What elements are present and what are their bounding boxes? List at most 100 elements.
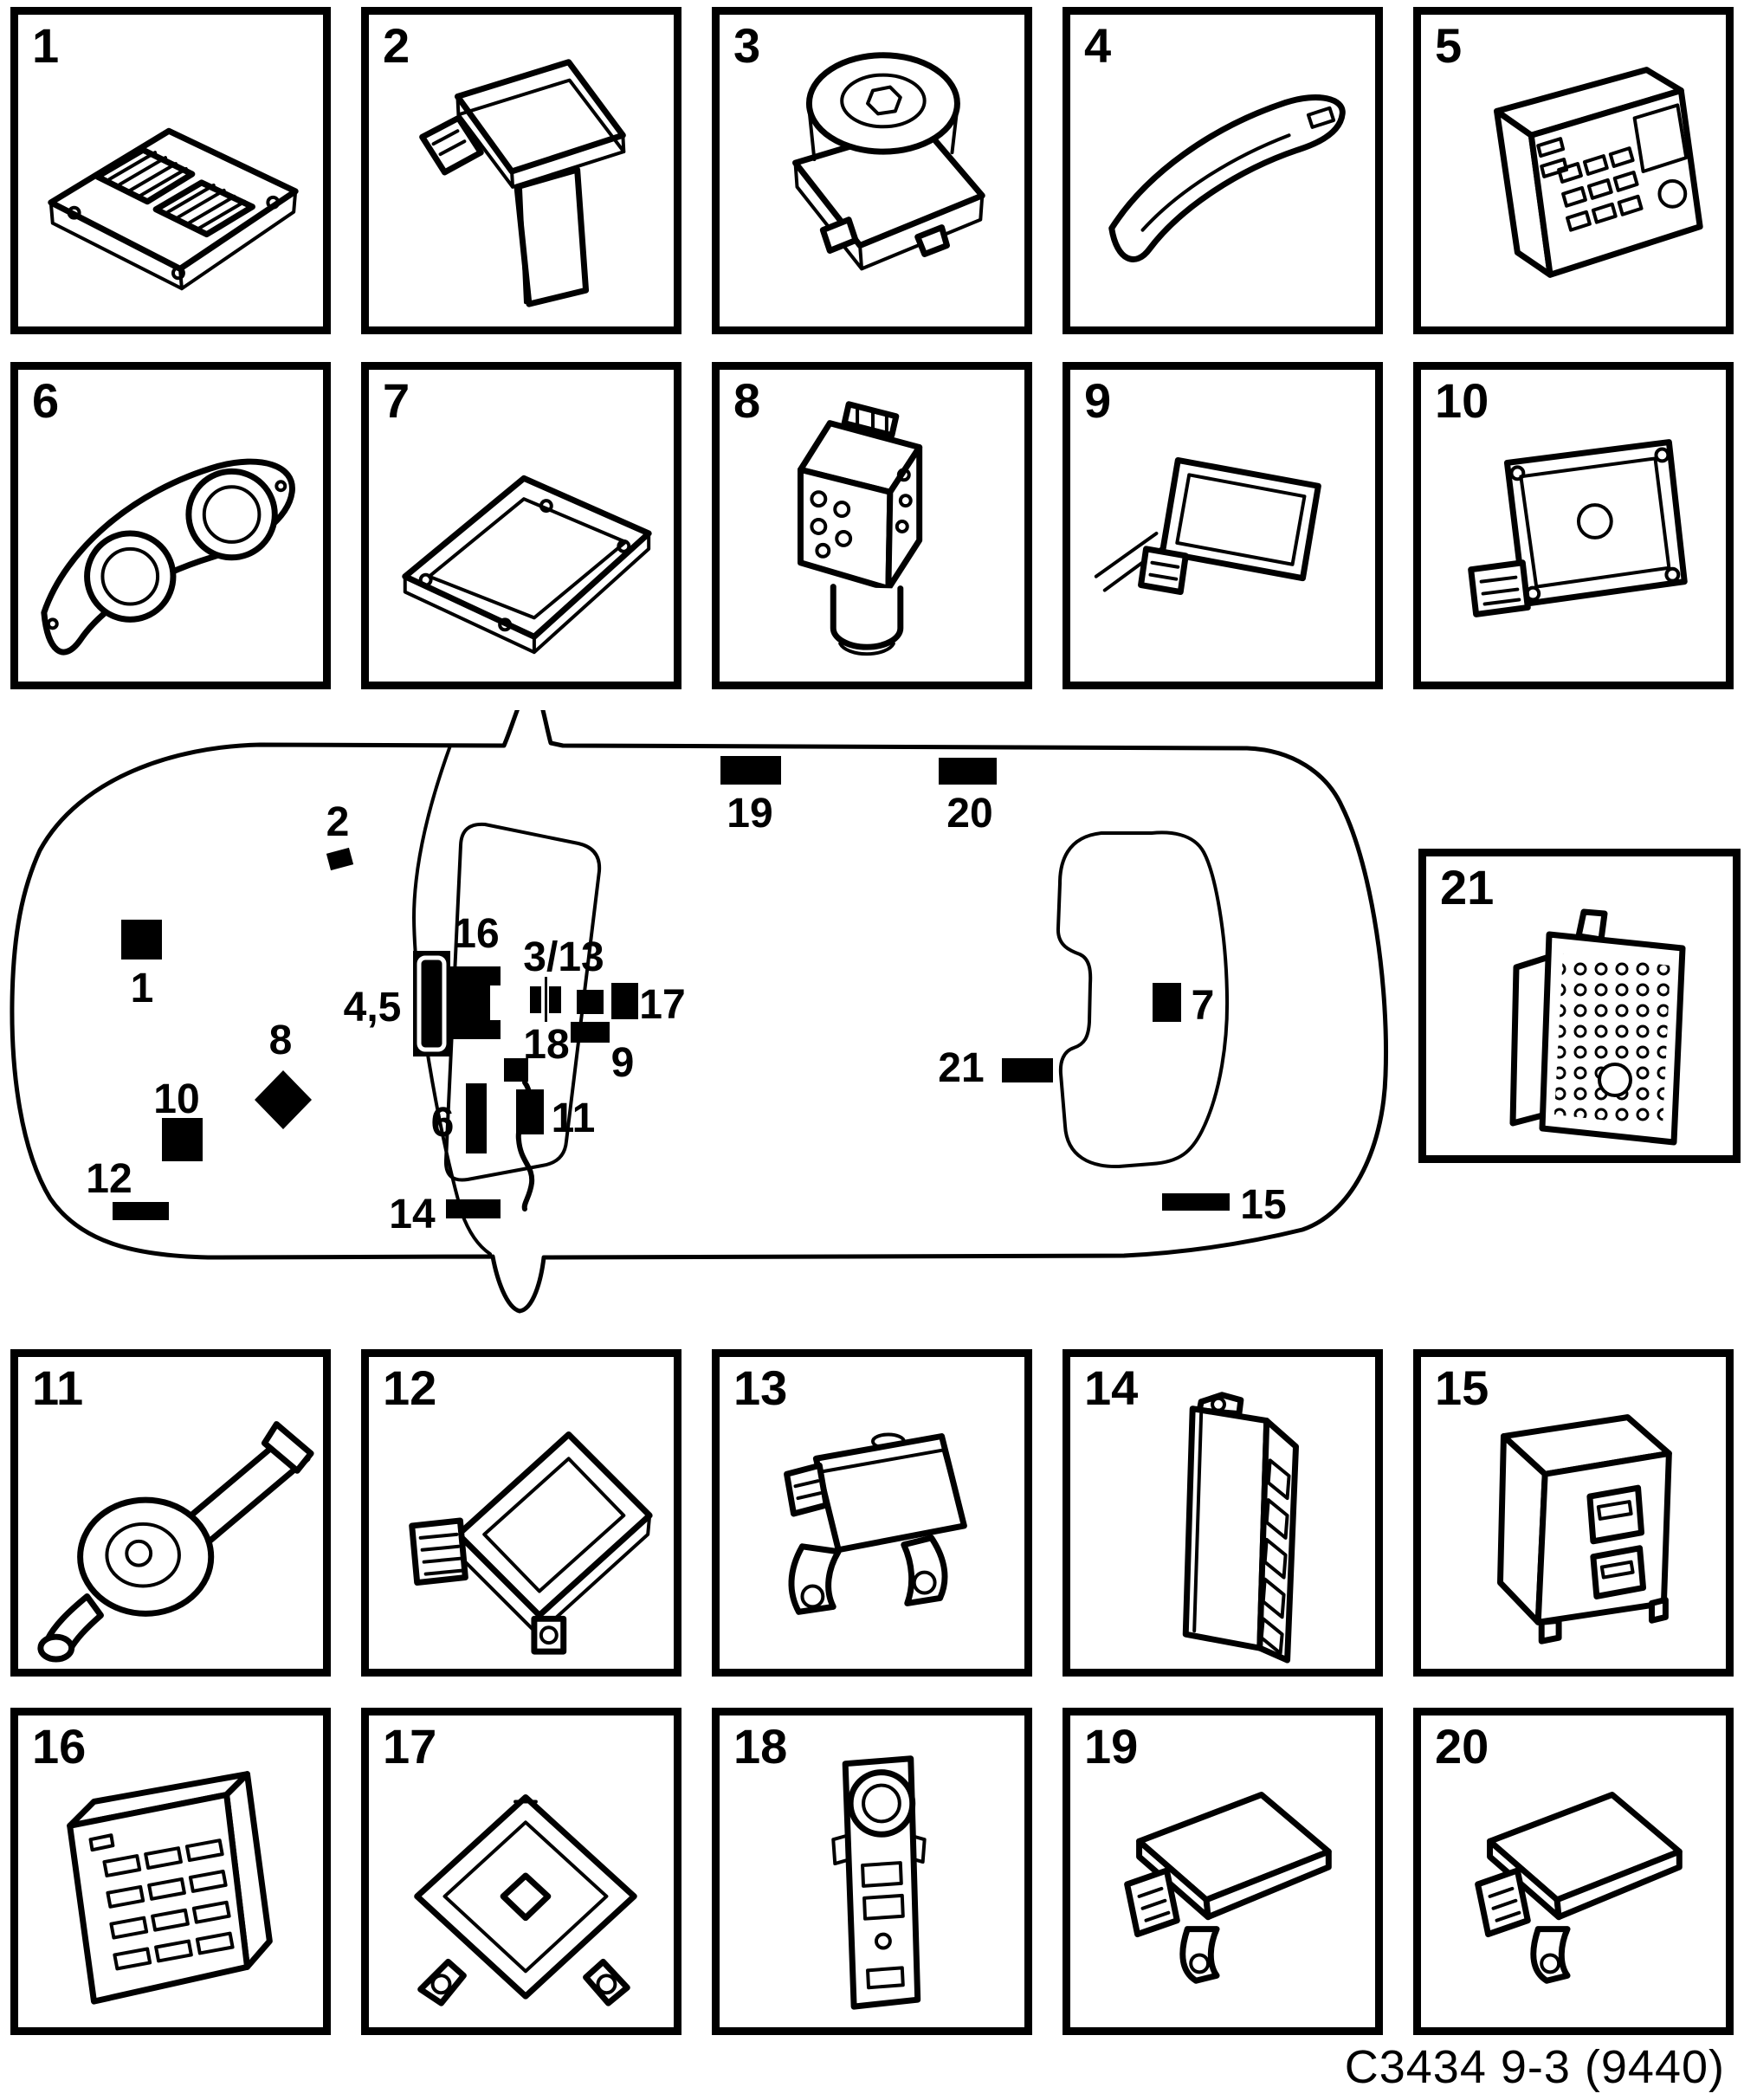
part-number: 17 bbox=[383, 1719, 437, 1774]
location-label-20: 20 bbox=[946, 791, 992, 837]
part-box-15: 15 bbox=[1413, 1349, 1734, 1677]
part-17-drawing-airbag-module bbox=[369, 1716, 674, 2027]
part-box-12: 12 bbox=[361, 1349, 681, 1677]
part-8-drawing-abs-unit bbox=[720, 370, 1024, 682]
part-10-drawing-ballast-module bbox=[1421, 370, 1726, 682]
location-marker-16-tab-top bbox=[490, 966, 501, 985]
location-label-9: 9 bbox=[611, 1040, 635, 1086]
part-number: 4 bbox=[1084, 18, 1112, 73]
location-marker-11 bbox=[516, 1089, 544, 1134]
location-label-18: 18 bbox=[523, 1022, 569, 1068]
part-box-9: 9 bbox=[1063, 362, 1383, 689]
part-number: 14 bbox=[1084, 1360, 1139, 1415]
part-number: 18 bbox=[733, 1719, 788, 1774]
location-label-17: 17 bbox=[639, 982, 685, 1028]
part-number: 16 bbox=[32, 1719, 87, 1774]
location-label-12: 12 bbox=[86, 1156, 132, 1202]
location-marker-6 bbox=[466, 1083, 487, 1153]
part-box-11: 11 bbox=[10, 1349, 331, 1677]
part-number: 1 bbox=[32, 18, 60, 73]
part-box-2: 2 bbox=[361, 7, 681, 334]
part-number: 12 bbox=[383, 1360, 437, 1415]
location-label-4,5: 4,5 bbox=[344, 985, 402, 1031]
part-2-drawing-maf-sensor bbox=[369, 15, 674, 326]
part-19-drawing-small-module bbox=[1070, 1716, 1375, 2027]
location-marker-10 bbox=[162, 1118, 203, 1161]
part-7-drawing-amplifier bbox=[369, 370, 674, 682]
part-number: 8 bbox=[733, 373, 761, 428]
part-number: 11 bbox=[32, 1360, 84, 1415]
part-number: 7 bbox=[383, 373, 410, 428]
location-marker-aux bbox=[577, 990, 604, 1014]
figure-caption: C3434 9-3 (9440) bbox=[1344, 2041, 1725, 2093]
part-box-6: 6 bbox=[10, 362, 331, 689]
part-number: 2 bbox=[383, 18, 410, 73]
location-marker-9 bbox=[571, 1022, 610, 1043]
location-marker-19 bbox=[720, 756, 781, 785]
location-marker-21 bbox=[1002, 1058, 1053, 1082]
part-number: 20 bbox=[1435, 1719, 1489, 1774]
part-number: 21 bbox=[1440, 860, 1495, 914]
part-box-14: 14 bbox=[1063, 1349, 1383, 1677]
location-label-19: 19 bbox=[727, 791, 772, 837]
part-14-drawing-body-control-module bbox=[1070, 1357, 1375, 1669]
part-18-drawing-light-switch-panel bbox=[720, 1716, 1024, 2027]
part-box-21: 21 bbox=[1418, 849, 1741, 1163]
part-box-18: 18 bbox=[712, 1708, 1032, 2035]
part-box-17: 17 bbox=[361, 1708, 681, 2035]
part-4-drawing-handle-module bbox=[1070, 15, 1375, 326]
location-label-21: 21 bbox=[938, 1045, 984, 1091]
part-9-drawing-module-with-wires bbox=[1070, 370, 1375, 682]
part-box-13: 13 bbox=[712, 1349, 1032, 1677]
location-marker-aux bbox=[530, 986, 541, 1013]
location-marker-20 bbox=[939, 758, 997, 785]
location-label-3/13: 3/13 bbox=[523, 934, 604, 980]
part-box-10: 10 bbox=[1413, 362, 1734, 689]
part-number: 3 bbox=[733, 18, 761, 73]
location-marker-12 bbox=[113, 1202, 169, 1220]
part-6-drawing-instrument-cluster bbox=[18, 370, 323, 682]
part-21-drawing-antenna-module bbox=[1426, 856, 1733, 1155]
location-marker-aux bbox=[549, 986, 561, 1013]
location-label-11: 11 bbox=[552, 1095, 596, 1141]
location-marker-17 bbox=[611, 983, 638, 1019]
part-box-20: 20 bbox=[1413, 1708, 1734, 2035]
part-12-drawing-module-with-connector bbox=[369, 1357, 674, 1669]
location-label-7: 7 bbox=[1192, 983, 1215, 1029]
part-box-5: 5 bbox=[1413, 7, 1734, 334]
part-box-7: 7 bbox=[361, 362, 681, 689]
location-marker-aux bbox=[545, 977, 547, 1022]
part-13-drawing-sensor-module bbox=[720, 1357, 1024, 1669]
part-box-3: 3 bbox=[712, 7, 1032, 334]
location-label-2: 2 bbox=[326, 799, 350, 845]
part-number: 6 bbox=[32, 373, 60, 428]
part-box-8: 8 bbox=[712, 362, 1032, 689]
part-number: 9 bbox=[1084, 373, 1112, 428]
part-1-drawing-ecm bbox=[18, 15, 323, 326]
part-5-drawing-radio-panel bbox=[1421, 15, 1726, 326]
part-20-drawing-small-module bbox=[1421, 1716, 1726, 2027]
part-11-drawing-column-stalk bbox=[18, 1357, 323, 1669]
location-marker-15 bbox=[1162, 1193, 1230, 1211]
location-marker-16 bbox=[450, 966, 490, 1039]
location-label-1: 1 bbox=[131, 966, 154, 1011]
location-label-15: 15 bbox=[1240, 1182, 1286, 1228]
location-marker-18 bbox=[504, 1058, 528, 1082]
part-box-19: 19 bbox=[1063, 1708, 1383, 2035]
part-3-drawing-ignition-switch bbox=[720, 15, 1024, 326]
location-label-6: 6 bbox=[431, 1100, 455, 1146]
part-number: 5 bbox=[1435, 18, 1463, 73]
location-marker-14 bbox=[446, 1199, 501, 1218]
part-15-drawing-control-module bbox=[1421, 1357, 1726, 1669]
part-number: 10 bbox=[1435, 373, 1489, 428]
location-label-10: 10 bbox=[153, 1076, 199, 1122]
location-marker-4,5-inner bbox=[417, 955, 447, 1052]
location-label-8: 8 bbox=[269, 1018, 293, 1063]
location-label-16: 16 bbox=[453, 911, 499, 957]
location-marker-8 bbox=[255, 1070, 312, 1129]
location-marker-2 bbox=[326, 847, 354, 871]
part-box-4: 4 bbox=[1063, 7, 1383, 334]
car-body-outline bbox=[10, 710, 1388, 1314]
